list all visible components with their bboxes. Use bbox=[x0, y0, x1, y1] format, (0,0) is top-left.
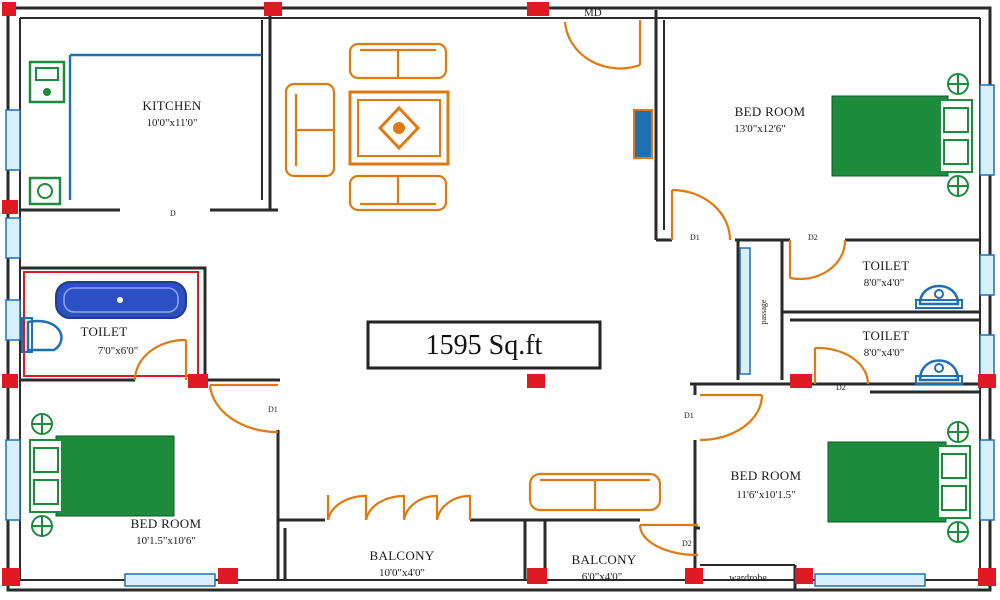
bedroom-top-right-dim: 13'0"x12'6" bbox=[734, 123, 785, 135]
door-tag-toilet-1: D2 bbox=[808, 233, 818, 242]
windows bbox=[5, 84, 995, 587]
stove-icon bbox=[28, 176, 62, 206]
toilet-left-dim: 7'0"x6'0" bbox=[98, 345, 138, 357]
wc-right-1-icon bbox=[918, 284, 960, 306]
window-right-3 bbox=[979, 334, 995, 376]
window-right-1 bbox=[979, 84, 995, 176]
kitchen-name: KITCHEN bbox=[142, 98, 201, 113]
bedroom-bottom-right-dim: 11'6"x10'1.5" bbox=[736, 489, 795, 501]
balcony-2-name: BALCONY bbox=[572, 552, 637, 567]
door-tags: D D1 D2 D2 D1 D1 D2 bbox=[170, 209, 846, 548]
wc-left-icon bbox=[26, 319, 63, 352]
door-tag-bed-bottom-right: D1 bbox=[684, 411, 694, 420]
door-tag-toilet-2: D2 bbox=[836, 383, 846, 392]
room-labels: MD KITCHEN 10'0"x11'0" BED ROOM 13'0"x12… bbox=[80, 7, 909, 584]
toilet-right-fixtures bbox=[915, 284, 963, 385]
window-bottom-2 bbox=[814, 573, 926, 587]
wc-right-2-icon bbox=[918, 359, 960, 382]
window-left-4 bbox=[5, 439, 21, 521]
window-left-2 bbox=[5, 217, 21, 259]
window-right-4 bbox=[979, 439, 995, 521]
window-passage bbox=[739, 247, 751, 375]
toilet-right-2-dim: 8'0"x4'0" bbox=[864, 347, 904, 359]
area-label-box: 1595 Sq.ft bbox=[366, 320, 602, 370]
window-living bbox=[633, 109, 653, 159]
bed-bottom-left bbox=[29, 413, 175, 537]
passage-label: passage bbox=[759, 299, 768, 324]
toilet-left-fixtures bbox=[21, 281, 187, 353]
door-tag-bed-bottom-left: D1 bbox=[268, 405, 278, 414]
living-furniture bbox=[284, 42, 662, 512]
columns bbox=[2, 2, 996, 586]
window-right-2 bbox=[979, 254, 995, 296]
toilet-right-1-name: TOILET bbox=[862, 258, 909, 273]
bed-top-right bbox=[831, 73, 973, 197]
toilet-right-1-dim: 8'0"x4'0" bbox=[864, 277, 904, 289]
window-bottom-1 bbox=[124, 573, 216, 587]
balcony-1-name: BALCONY bbox=[370, 548, 435, 563]
toilet-right-2-name: TOILET bbox=[862, 328, 909, 343]
balcony-2-dim: 6'0"x4'0" bbox=[582, 571, 622, 583]
main-door-label: MD bbox=[584, 7, 602, 19]
door-tag-balcony: D2 bbox=[682, 539, 692, 548]
toilet-left-name: TOILET bbox=[80, 324, 127, 339]
kitchen-dim: 10'0"x11'0" bbox=[146, 117, 197, 129]
interior-walls bbox=[20, 10, 980, 590]
kitchen-fixtures bbox=[28, 60, 66, 206]
wardrobe-label: wardrobe bbox=[729, 573, 767, 584]
door-tag-kitchen: D bbox=[170, 209, 176, 218]
area-label: 1595 Sq.ft bbox=[426, 330, 543, 361]
doors bbox=[133, 20, 870, 557]
bedroom-bottom-left-dim: 10'1.5"x10'6" bbox=[136, 535, 196, 547]
bed-bottom-right bbox=[827, 421, 971, 543]
window-left-3 bbox=[5, 299, 21, 341]
bedroom-bottom-left-name: BED ROOM bbox=[131, 516, 202, 531]
bedroom-top-right-name: BED ROOM bbox=[735, 104, 806, 119]
balcony-1-dim: 10'0"x4'0" bbox=[379, 567, 425, 579]
window-left-1 bbox=[5, 109, 21, 171]
door-tag-bed-top-right: D1 bbox=[690, 233, 700, 242]
bedroom-bottom-right-name: BED ROOM bbox=[731, 468, 802, 483]
